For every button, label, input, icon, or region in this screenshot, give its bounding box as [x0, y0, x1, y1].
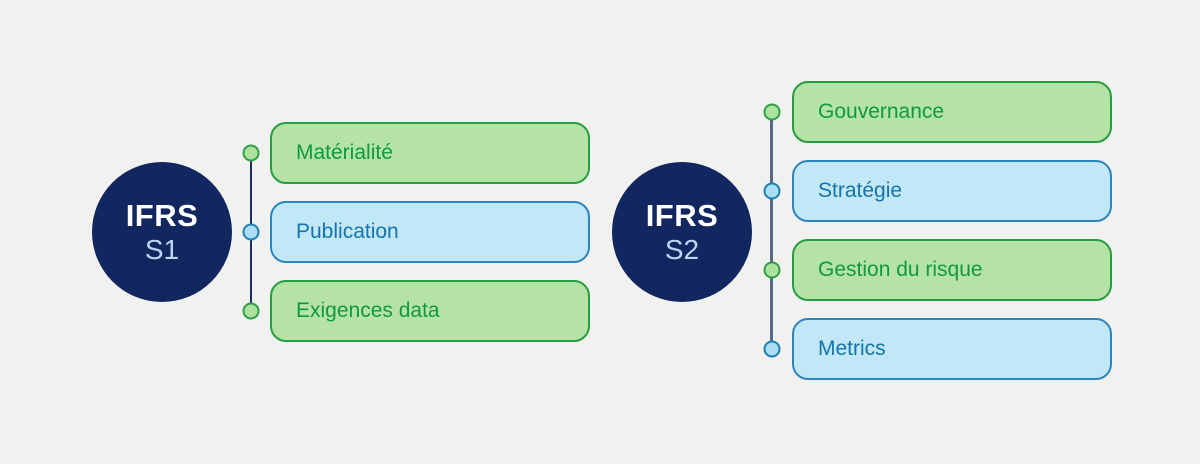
- node-gestion-du-risque-label: Gestion du risque: [818, 258, 983, 281]
- ifrs-s1-circle-title: IFRS: [125, 197, 199, 233]
- ifrs-s2-circle: IFRS S2: [612, 162, 752, 302]
- ifrs-s1-circle: IFRS S1: [92, 162, 232, 302]
- ifrs-s2-circle-title: IFRS: [645, 197, 719, 233]
- node-gestion-du-risque: Gestion du risque: [792, 239, 1112, 301]
- ifrs-s2-dot-gouvernance: [763, 103, 781, 121]
- node-strategie: Stratégie: [792, 160, 1112, 222]
- node-metrics-label: Metrics: [818, 337, 886, 360]
- ifrs-s1-dot-materialite: [242, 144, 260, 162]
- ifrs-s2-dot-gestion-du-risque: [763, 261, 781, 279]
- ifrs-s2-circle-subtitle: S2: [664, 233, 700, 265]
- node-exigences-data: Exigences data: [270, 280, 590, 342]
- node-gouvernance-label: Gouvernance: [818, 100, 945, 123]
- ifrs-s1-dot-publication: [242, 223, 260, 241]
- node-strategie-label: Stratégie: [818, 179, 903, 202]
- ifrs-s1-dot-exigences-data: [242, 302, 260, 320]
- ifrs-s2-dot-strategie: [763, 182, 781, 200]
- node-materialite-label: Matérialité: [296, 141, 393, 164]
- ifrs-s2-dot-metrics: [763, 340, 781, 358]
- node-exigences-data-label: Exigences data: [296, 299, 440, 322]
- ifrs-s2-connector-line: [770, 112, 773, 349]
- ifrs-s1-circle-subtitle: S1: [144, 233, 180, 265]
- node-gouvernance: Gouvernance: [792, 81, 1112, 143]
- node-metrics: Metrics: [792, 318, 1112, 380]
- node-publication-label: Publication: [296, 220, 399, 243]
- node-publication: Publication: [270, 201, 590, 263]
- node-materialite: Matérialité: [270, 122, 590, 184]
